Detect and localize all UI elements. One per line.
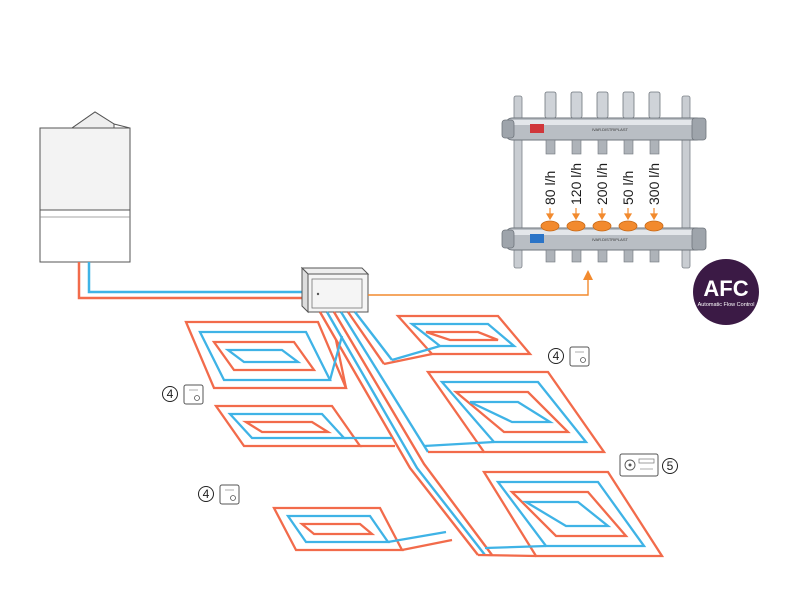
floor-loop-zone-3: [272, 506, 453, 552]
actuators: [540, 220, 664, 232]
manifold-brand-bottom: IVAR.DISTRIPLAST: [592, 237, 628, 242]
flow-label-3: 200 l/h: [594, 163, 610, 205]
floor-loop-zone-6: [477, 470, 665, 558]
boiler-icon: [39, 111, 131, 263]
thermostat-marker-2: 4: [548, 346, 590, 367]
control-box-icon: [300, 266, 370, 314]
flow-label-2: 120 l/h: [568, 163, 584, 205]
floor-loop-zone-2: [213, 404, 395, 448]
marker-number: 4: [553, 349, 560, 363]
floor-loop-zone-4: [383, 314, 533, 366]
thermostat-icon: [569, 346, 590, 367]
marker-number: 5: [667, 459, 674, 473]
floor-loop-zone-1: [184, 320, 348, 390]
distribution-trunk: [318, 311, 493, 556]
afc-subtitle: Automatic Flow Control: [698, 302, 755, 308]
thermostat-marker-1: 4: [162, 384, 204, 405]
thermostat-marker-3: 4: [198, 484, 240, 505]
thermostat-icon: [219, 484, 240, 505]
floor-loop-zone-5: [423, 370, 607, 454]
flow-label-5: 300 l/h: [646, 163, 662, 205]
controller-marker: 5: [619, 453, 678, 477]
control-signal-line: [368, 270, 593, 296]
manifold-icon: IVAR.DISTRIPLAST IVAR.DISTRIPLAST 80 l/h…: [501, 91, 707, 269]
flow-label-4: 50 l/h: [620, 171, 636, 205]
flowmeters: [544, 91, 661, 119]
flow-label-1: 80 l/h: [542, 171, 558, 205]
afc-badge: AFC Automatic Flow Control: [693, 259, 759, 325]
flow-arrows: [545, 208, 659, 221]
thermostat-icon: [183, 384, 204, 405]
marker-number: 4: [203, 487, 210, 501]
controller-icon: [619, 453, 659, 477]
boiler-supply-pipe: [77, 262, 306, 300]
afc-title: AFC: [703, 276, 748, 301]
manifold-brand-top: IVAR.DISTRIPLAST: [592, 127, 628, 132]
marker-number: 4: [167, 387, 174, 401]
